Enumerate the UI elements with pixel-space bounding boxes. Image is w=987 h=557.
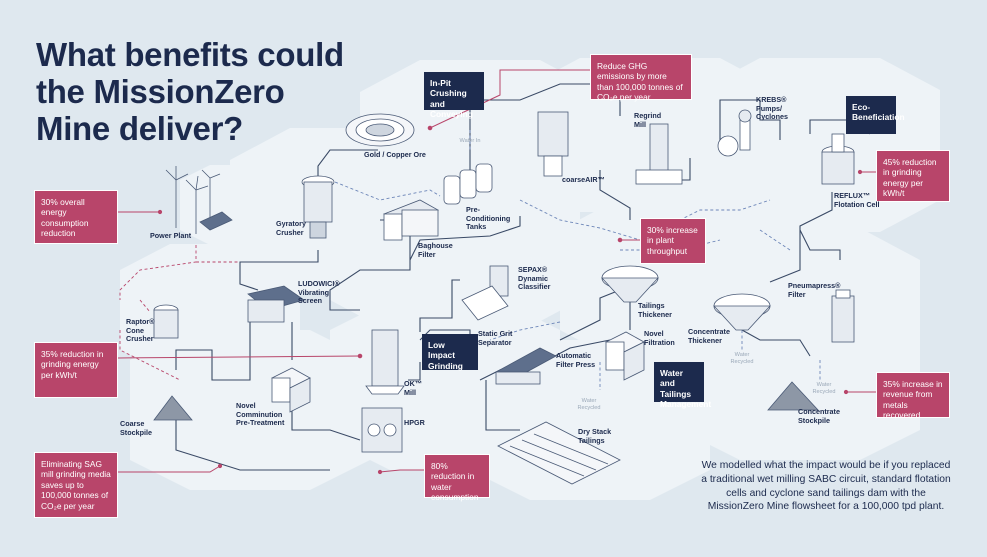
- benefit-grinding-45: 45% reduction in grinding energy per kWh…: [876, 150, 950, 202]
- benefit-throughput: 30% increase in plant throughput: [640, 218, 706, 264]
- label-raptor: Raptor® Cone Crusher: [126, 318, 160, 344]
- label-concentrate-thickener: Concentrate Thickener: [688, 328, 728, 345]
- benefit-water: 80% reduction in water consumption: [424, 454, 490, 498]
- label-water-recycled-2: Water Recycled: [726, 352, 758, 365]
- label-gold-copper-ore: Gold / Copper Ore: [364, 151, 428, 160]
- label-concentrate-stockpile: Concentrate Stockpile: [798, 408, 848, 425]
- label-static-grit: Static Grit Separator: [478, 330, 526, 347]
- label-hpgr: HPGR: [404, 419, 434, 428]
- label-gyratory-crusher: Gyratory Crusher: [276, 220, 316, 237]
- label-ludowici: LUDOWICI® Vibrating Screen: [298, 280, 354, 306]
- label-tailings-thickener: Tailings Thickener: [638, 302, 688, 319]
- page-title: What benefits could the MissionZero Mine…: [36, 36, 366, 147]
- hpgr-icon: [362, 408, 402, 452]
- category-low-impact-grinding: Low Impact Grinding: [422, 334, 478, 370]
- label-water-recycled-3: Water Recycled: [808, 382, 840, 395]
- label-coarseair: coarseAIR™: [562, 176, 606, 185]
- label-krebs: KREBS® Pumps/ Cyclones: [756, 96, 800, 122]
- ok-mill-icon: [366, 330, 404, 394]
- label-pre-conditioning: Pre-Conditioning Tanks: [466, 206, 522, 232]
- label-baghouse-filter: Baghouse Filter: [418, 242, 458, 259]
- label-novel-filtration: Novel Filtration: [644, 330, 684, 347]
- benefit-sag-media: Eliminating SAG mill grinding media save…: [34, 452, 118, 518]
- benefit-ghg: Reduce GHG emissions by more than 100,00…: [590, 54, 692, 100]
- category-in-pit: In-Pit Crushing and Conveying: [424, 72, 484, 110]
- label-novel-comminution: Novel Comminution Pre-Treatment: [236, 402, 294, 428]
- label-ok-mill: OK™ Mill: [404, 380, 428, 397]
- benefit-energy-reduction: 30% overall energy consumption reduction: [34, 190, 118, 244]
- label-water-in: Water In: [456, 138, 484, 145]
- category-water-tailings: Water and Tailings Management: [654, 362, 704, 402]
- category-eco-beneficiation: Eco-Beneficiation: [846, 96, 896, 134]
- label-automatic-filter: Automatic Filter Press: [556, 352, 602, 369]
- benefit-revenue: 35% increase in revenue from metals reco…: [876, 372, 950, 418]
- label-sepax: SEPAX® Dynamic Classifier: [518, 266, 568, 292]
- label-dry-stack: Dry Stack Tailings: [578, 428, 618, 445]
- model-note: We modelled what the impact would be if …: [700, 459, 952, 514]
- label-coarse-stockpile: Coarse Stockpile: [120, 420, 156, 437]
- label-water-recycled-1: Water Recycled: [574, 398, 604, 411]
- label-reflux: REFLUX™ Flotation Cell: [834, 192, 880, 209]
- label-pneumapress: Pneumapress® Filter: [788, 282, 838, 299]
- label-power-plant: Power Plant: [150, 232, 200, 241]
- benefit-grinding-35: 35% reduction in grinding energy per kWh…: [34, 342, 118, 398]
- label-regrind-mill: Regrind Mill: [634, 112, 668, 129]
